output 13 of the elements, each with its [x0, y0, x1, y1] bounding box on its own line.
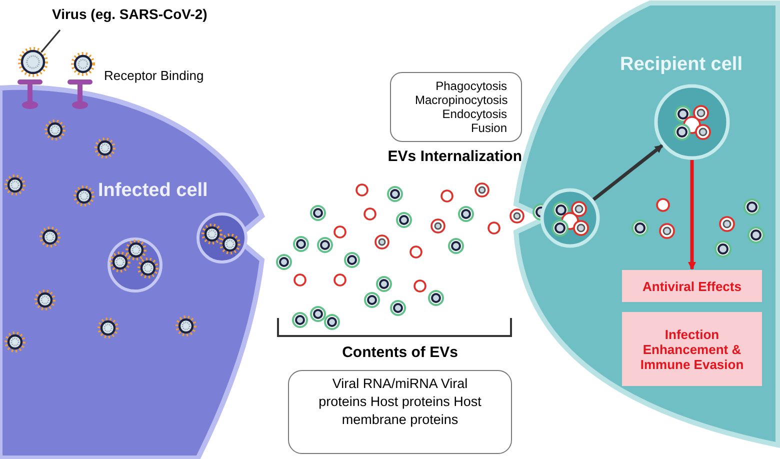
- arrow: [592, 144, 664, 201]
- leader-line: [40, 29, 61, 53]
- section-heading: Contents of EVs: [341, 344, 459, 361]
- outcome-box: Infection Enhancement & Immune Evasion: [622, 312, 762, 386]
- cell-label: Infected cell: [98, 180, 208, 202]
- outcome-box: Antiviral Effects: [622, 270, 762, 302]
- callout-text: Virus (eg. SARS-CoV-2): [52, 6, 242, 32]
- arrow: [688, 160, 696, 270]
- method-list: Phagocytosis Macropinocytosis Endocytosis Fusion: [390, 72, 522, 142]
- content-list: Viral RNA/miRNA Viral proteins Host proteins Host membrane proteins: [288, 370, 512, 454]
- section-heading: EVs Internalization: [388, 148, 522, 165]
- annotation-label: Receptor Binding: [104, 68, 204, 83]
- cell-label: Recipient cell: [620, 54, 742, 76]
